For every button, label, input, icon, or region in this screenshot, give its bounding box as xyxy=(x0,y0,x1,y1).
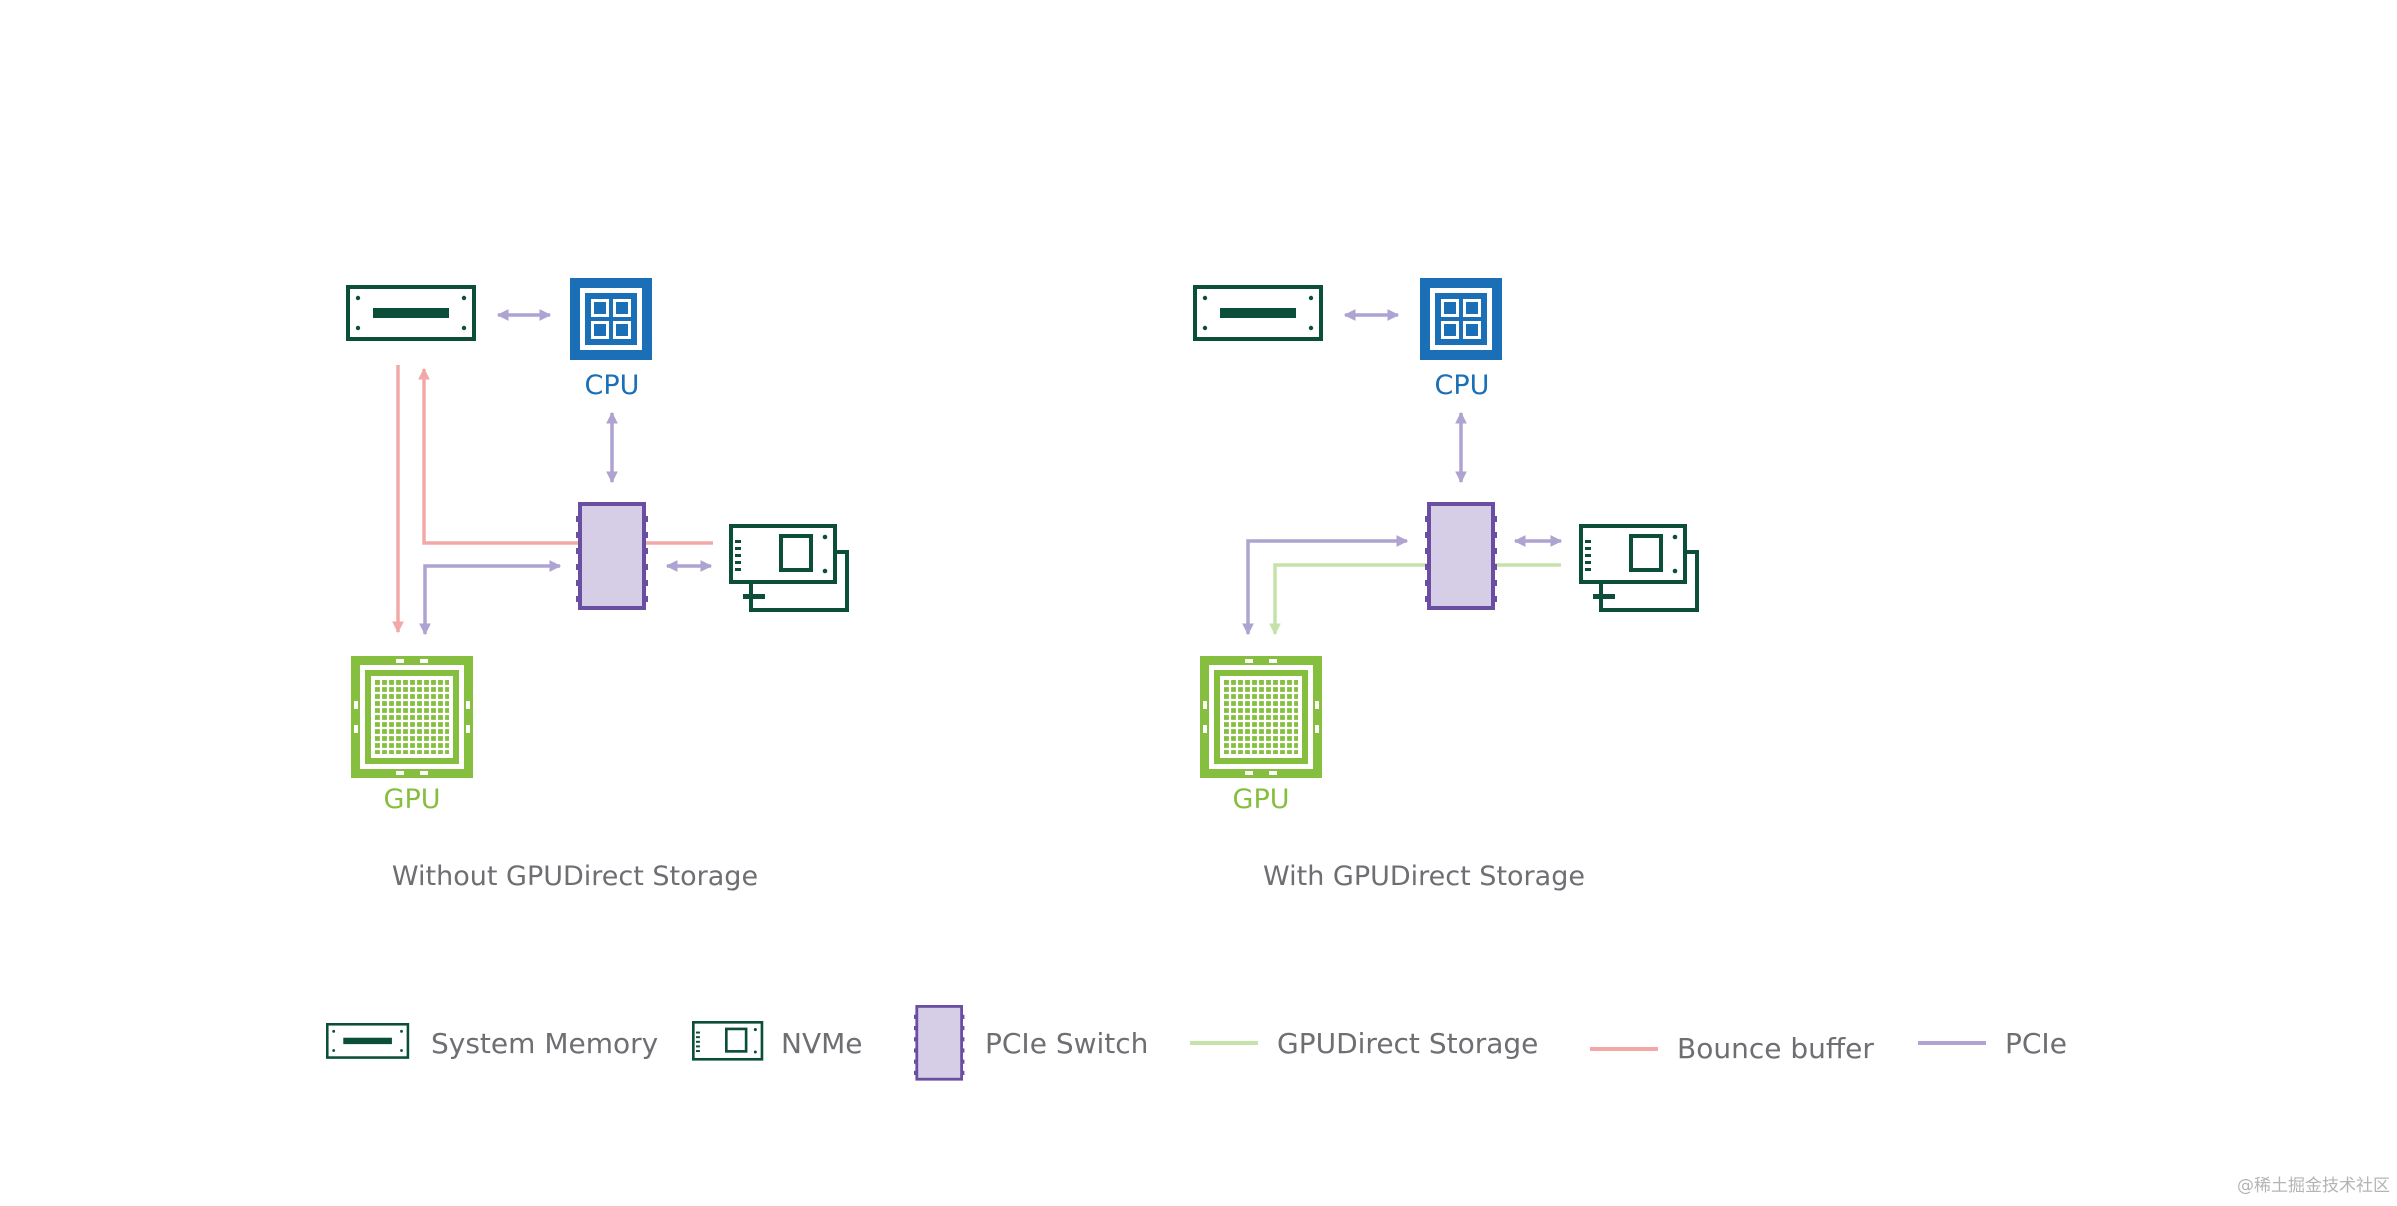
legend-label: PCIe xyxy=(2005,1027,2067,1060)
connections xyxy=(1242,309,1563,636)
pcie-arrow-gpu-switch xyxy=(419,560,562,636)
bounce-line-nvme-to-memory xyxy=(418,367,713,545)
gpu-label: GPU xyxy=(1233,784,1290,815)
legend-label: System Memory xyxy=(431,1027,658,1060)
gpu-icon xyxy=(349,654,475,780)
watermark: @稀土掘金技术社区 xyxy=(2237,1176,2390,1196)
diagram-caption: With GPUDirect Storage xyxy=(1263,861,1585,892)
legend-item-gpudirect-storage: GPUDirect Storage xyxy=(1190,1027,1538,1060)
system-memory-icon xyxy=(346,285,476,341)
system-memory-icon xyxy=(1193,285,1323,341)
cpu-label: CPU xyxy=(1435,370,1490,401)
legend: System Memory NVMe PCIe Switch GPUDirect… xyxy=(325,1005,2067,1081)
diagram-caption: Without GPUDirect Storage xyxy=(392,861,758,892)
gpu-icon xyxy=(1198,654,1324,780)
legend-item-pcie: PCIe xyxy=(1918,1027,2067,1060)
pcie-switch-icon xyxy=(912,1005,966,1081)
legend-label: NVMe xyxy=(781,1027,862,1060)
nvme-icon xyxy=(692,1021,764,1061)
cpu-label: CPU xyxy=(585,370,640,401)
gpu-label: GPU xyxy=(384,784,441,815)
connections xyxy=(392,309,713,636)
legend-label: Bounce buffer xyxy=(1677,1032,1874,1065)
legend-label: PCIe Switch xyxy=(985,1027,1148,1060)
nvme-icon xyxy=(731,526,847,610)
cpu-icon xyxy=(570,278,652,360)
legend-label: GPUDirect Storage xyxy=(1277,1027,1538,1060)
pcie-switch-icon xyxy=(574,502,650,610)
legend-item-pcie-switch: PCIe Switch xyxy=(912,1005,1148,1081)
legend-item-nvme: NVMe xyxy=(692,1021,862,1061)
cpu-icon xyxy=(1420,278,1502,360)
diagram-with-gds: CPU GPU With GPUDirect Storage xyxy=(1193,278,1697,892)
legend-item-bounce-buffer: Bounce buffer xyxy=(1590,1032,1874,1065)
system-memory-icon xyxy=(325,1023,410,1059)
nvme-icon xyxy=(1581,526,1697,610)
pcie-switch-icon xyxy=(1423,502,1499,610)
legend-item-system-memory: System Memory xyxy=(325,1023,658,1060)
diagram-without-gds: CPU GPU Without GPUDirect Storage xyxy=(346,278,847,892)
pcie-arrow-gpu-switch xyxy=(1242,535,1409,636)
gds-line-nvme-to-gpu xyxy=(1269,563,1561,636)
